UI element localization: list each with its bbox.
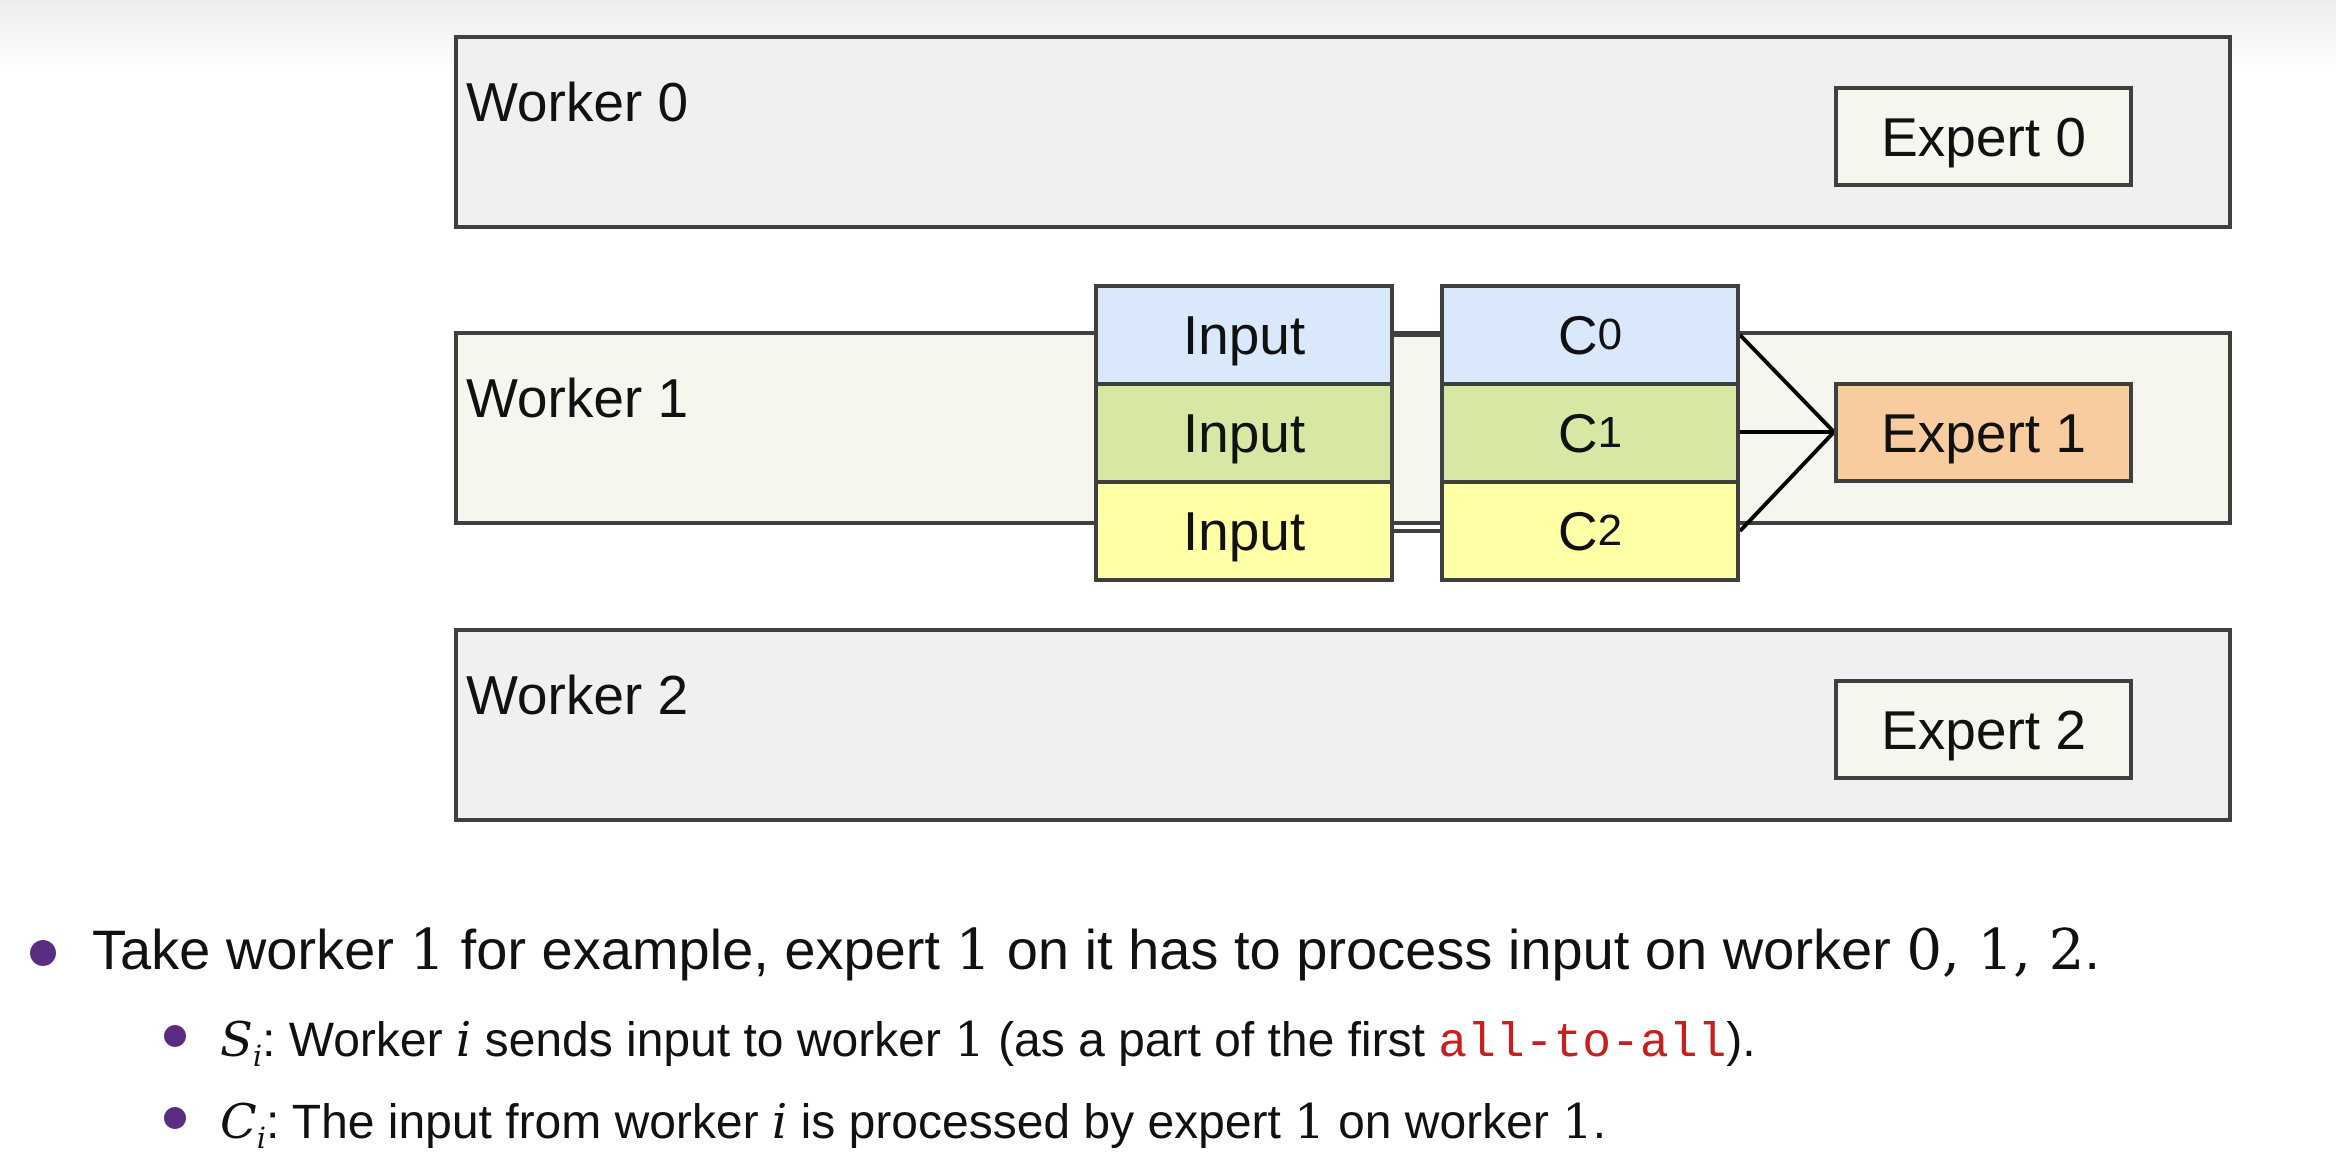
compute-letter: C [1557, 304, 1598, 366]
text: : The input from worker [265, 1096, 772, 1149]
math-variable: Si [220, 1012, 262, 1070]
math-letter: S [220, 1012, 253, 1068]
worker-1-label: Worker 1 [466, 367, 689, 429]
bullet-dot-icon [164, 1107, 186, 1129]
math-variable: i [771, 1094, 788, 1150]
text: for example, expert [445, 918, 956, 981]
code-term: all-to-all [1438, 1017, 1727, 1071]
math-subscript: i [252, 1039, 263, 1073]
text: : Worker [262, 1014, 456, 1067]
text: Take worker [92, 918, 410, 981]
text: . [1592, 1096, 1607, 1149]
text: (as a part of the first [984, 1014, 1439, 1067]
math-variable: i [455, 1012, 472, 1068]
input-cell-2: Input [1094, 480, 1394, 582]
worker-2-label: Worker 2 [466, 664, 689, 726]
expert-2-box: Expert 2 [1834, 679, 2133, 780]
input-cell-0: Input [1094, 284, 1394, 386]
math-number: 1 [955, 918, 992, 983]
text: . [2084, 918, 2100, 981]
math-number: 1 [409, 918, 446, 983]
bullet-dot-icon [164, 1025, 186, 1047]
math-number: 0, 1, 2 [1906, 918, 2085, 983]
bullet-main: Take worker 1 for example, expert 1 on i… [92, 922, 2100, 979]
link-c2-expert1 [1738, 430, 1836, 533]
compute-letter: C [1557, 500, 1598, 562]
math-number: 1 [1294, 1094, 1325, 1150]
compute-letter: C [1557, 402, 1598, 464]
math-letter: C [220, 1094, 257, 1150]
text: on worker [1324, 1096, 1563, 1149]
math-number: 1 [1562, 1094, 1593, 1150]
worker-0-label: Worker 0 [466, 71, 689, 133]
math-subscript: i [256, 1121, 266, 1155]
text: on it has to process input on worker [991, 918, 1907, 981]
link-c0-expert1 [1738, 333, 1836, 434]
expert-0-box: Expert 0 [1834, 86, 2133, 187]
bullet-s: Si: Worker i sends input to worker 1 (as… [220, 1014, 1756, 1071]
bullet-c: Ci: The input from worker i is processed… [220, 1096, 1607, 1152]
expert-1-box: Expert 1 [1834, 382, 2133, 483]
math-variable: Ci [220, 1094, 266, 1152]
math-number: 1 [954, 1012, 985, 1068]
text: is processed by expert [787, 1096, 1295, 1149]
bullet-dot-icon [30, 940, 56, 966]
text: ). [1726, 1014, 1756, 1067]
input-cell-1: Input [1094, 382, 1394, 484]
text: sends input to worker [471, 1014, 955, 1067]
